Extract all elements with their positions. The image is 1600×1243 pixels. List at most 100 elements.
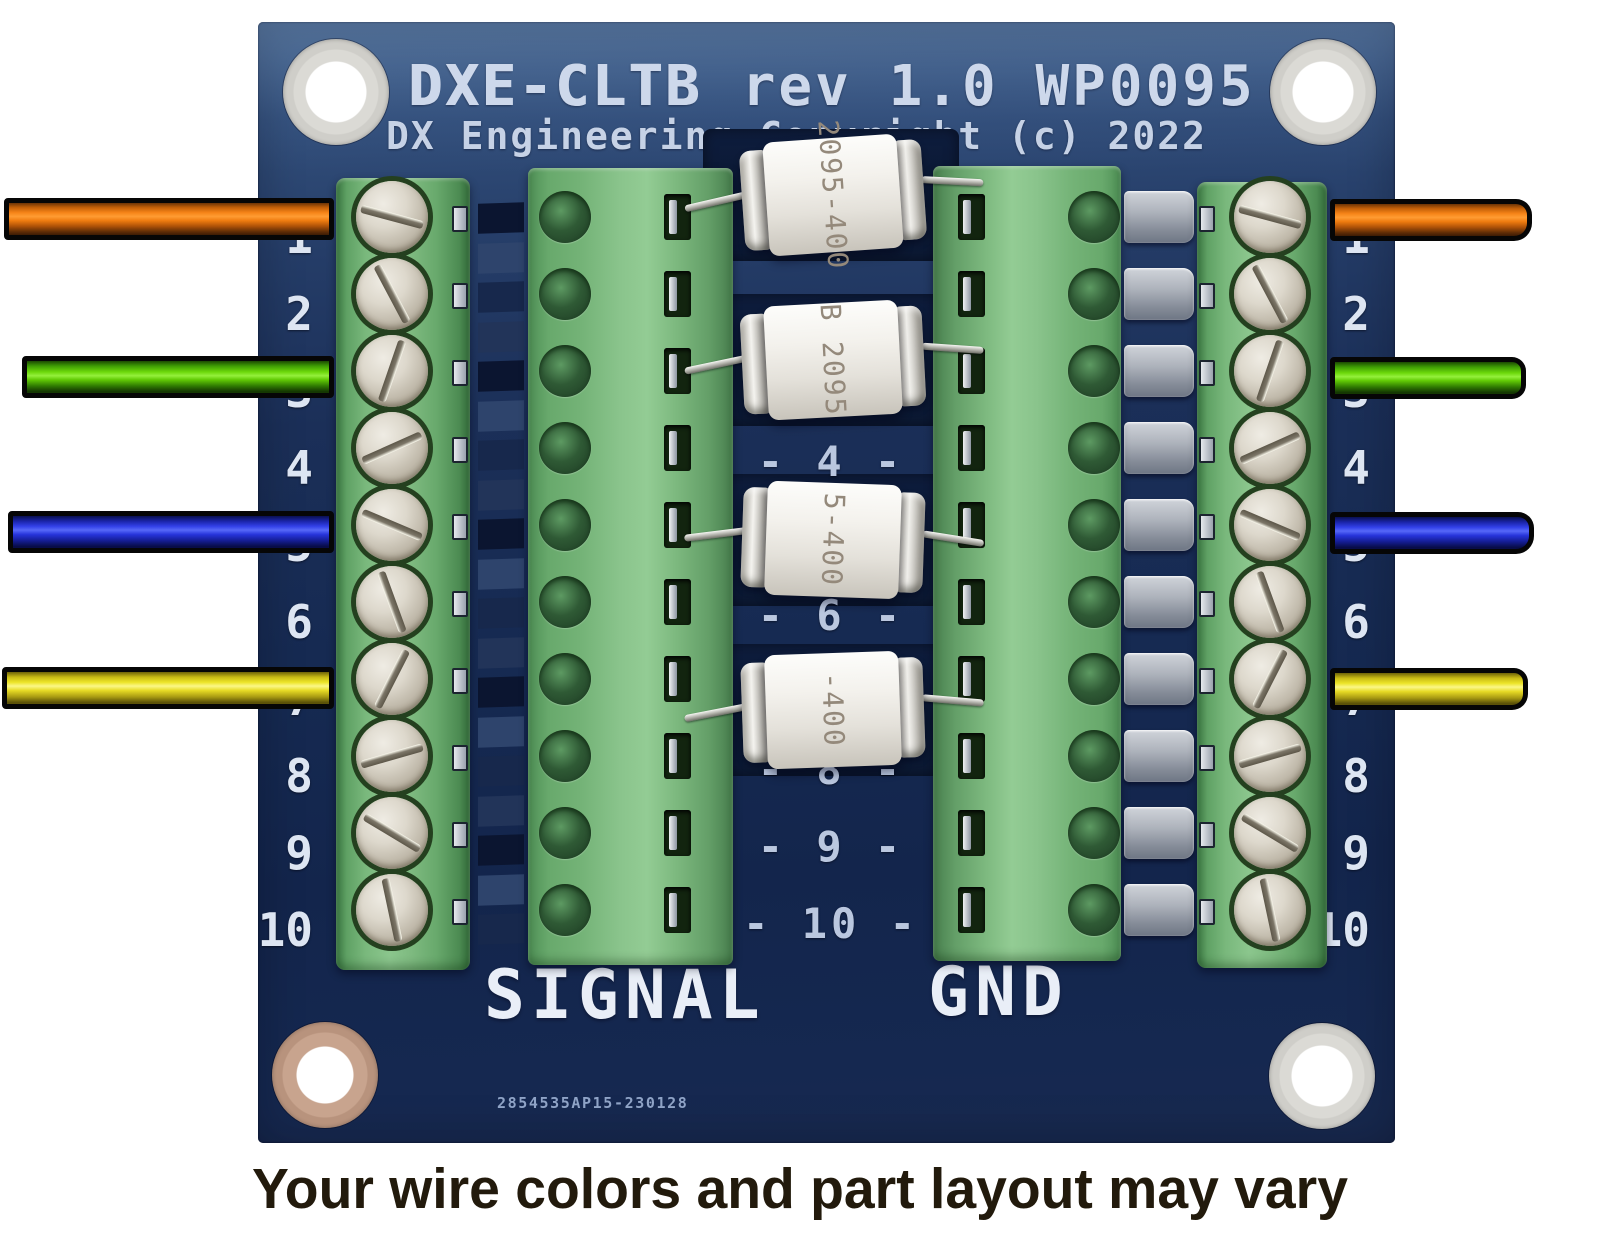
pcb-trace-bar bbox=[478, 715, 524, 748]
terminal-screw bbox=[1234, 797, 1306, 869]
contact-pin bbox=[1199, 514, 1215, 540]
photo-caption: Your wire colors and part layout may var… bbox=[252, 1157, 1348, 1221]
gnd-silkscreen-label: GND bbox=[928, 953, 1069, 1032]
contact-pin bbox=[452, 668, 468, 694]
gas-discharge-tube-1: 2095-400 bbox=[679, 110, 989, 281]
metal-clamp-bar bbox=[1124, 807, 1194, 859]
contact-pin bbox=[1199, 899, 1215, 925]
terminal-screw bbox=[1234, 720, 1306, 792]
contact-pin bbox=[452, 283, 468, 309]
wire-left-yellow bbox=[2, 667, 334, 709]
terminal-screw bbox=[356, 181, 428, 253]
terminal-screw bbox=[1234, 566, 1306, 638]
tube-marking: -400 bbox=[815, 671, 851, 749]
connector-slot bbox=[664, 810, 691, 856]
pcb-trace-bar bbox=[478, 755, 524, 787]
pcb-trace-bar bbox=[478, 241, 524, 274]
metal-clamp-bar bbox=[1124, 422, 1194, 474]
metal-clamp-bar bbox=[1124, 576, 1194, 628]
pcb-trace-bar bbox=[478, 518, 524, 550]
contact-pin bbox=[1199, 437, 1215, 463]
signal-connector bbox=[528, 168, 733, 965]
pcb-trace-bar bbox=[478, 676, 524, 708]
contact-pin bbox=[1199, 668, 1215, 694]
pin-number: 8 bbox=[285, 749, 313, 803]
tube-marking: 2095-400 bbox=[811, 118, 855, 272]
connector-slot bbox=[664, 271, 691, 317]
connector-slot bbox=[664, 194, 691, 240]
connector-slot bbox=[664, 579, 691, 625]
tube-lead-right bbox=[921, 176, 984, 187]
connector-slot bbox=[664, 348, 691, 394]
wire-entry-hole bbox=[539, 345, 591, 397]
contact-pin bbox=[452, 206, 468, 232]
contact-pin bbox=[1199, 745, 1215, 771]
wire-right-orange bbox=[1330, 199, 1532, 241]
left-trace-column bbox=[478, 202, 524, 963]
wire-left-blue bbox=[8, 511, 334, 553]
contact-pin bbox=[1199, 591, 1215, 617]
mounting-hole-bottom-right bbox=[1269, 1023, 1375, 1129]
tube-lead-left bbox=[684, 354, 749, 375]
tube-lead-right bbox=[921, 342, 984, 354]
pin-number: 8 bbox=[1342, 749, 1370, 803]
right-clamp-column bbox=[1124, 0, 1194, 1000]
metal-clamp-bar bbox=[1124, 191, 1194, 243]
connector-slot bbox=[958, 271, 985, 317]
left-pin-number-column: 12345678910 bbox=[243, 0, 313, 1000]
pin-number: 10 bbox=[257, 903, 313, 957]
connector-slot bbox=[958, 348, 985, 394]
contact-pin bbox=[1199, 206, 1215, 232]
terminal-screw bbox=[1234, 335, 1306, 407]
pin-number: 9 bbox=[285, 826, 313, 880]
pcb-trace-bar bbox=[478, 320, 524, 353]
mounting-hole-bottom-left bbox=[272, 1022, 378, 1128]
gas-discharge-tube-4: -400 bbox=[681, 630, 986, 790]
pcb-trace-bar bbox=[478, 439, 524, 471]
board-rev-text: rev 1.0 WP0095 bbox=[741, 54, 1256, 119]
terminal-screw bbox=[1234, 874, 1306, 946]
contact-pin bbox=[452, 899, 468, 925]
connector-slot bbox=[958, 656, 985, 702]
tube-ceramic-body: 2095-400 bbox=[762, 119, 904, 271]
pin-number: 6 bbox=[1342, 595, 1370, 649]
screw-terminal-block-right bbox=[1197, 181, 1327, 968]
pcb-trace-bar bbox=[478, 557, 524, 590]
connector-slot bbox=[664, 887, 691, 933]
pcb-trace-bar bbox=[478, 202, 524, 234]
contact-pin bbox=[452, 360, 468, 386]
wire-entry-hole bbox=[539, 807, 591, 859]
terminal-screw bbox=[356, 720, 428, 792]
terminal-screw bbox=[356, 489, 428, 561]
terminal-screw bbox=[1234, 643, 1306, 715]
tube-marking: 5-400 bbox=[814, 492, 852, 588]
pcb-trace-bar bbox=[478, 360, 524, 392]
terminal-screw bbox=[356, 797, 428, 869]
wire-entry-hole bbox=[1068, 730, 1120, 782]
wire-right-green bbox=[1330, 357, 1526, 399]
wire-entry-hole bbox=[1068, 345, 1120, 397]
pin-number: 9 bbox=[1342, 826, 1370, 880]
terminal-screw bbox=[1234, 181, 1306, 253]
contact-pin bbox=[452, 822, 468, 848]
pin-number: 2 bbox=[285, 287, 313, 341]
wire-entry-hole bbox=[539, 884, 591, 936]
screw-terminal-block-left bbox=[336, 178, 470, 970]
pcb-trace-bar bbox=[478, 281, 524, 313]
wire-entry-hole bbox=[1068, 422, 1120, 474]
tube-lead-left bbox=[684, 191, 749, 213]
contact-pin bbox=[452, 591, 468, 617]
wire-entry-hole bbox=[1068, 884, 1120, 936]
terminal-screw bbox=[356, 566, 428, 638]
wire-entry-hole bbox=[539, 268, 591, 320]
wire-right-blue bbox=[1330, 512, 1534, 554]
contact-pin bbox=[452, 745, 468, 771]
metal-clamp-bar bbox=[1124, 730, 1194, 782]
terminal-screw bbox=[356, 258, 428, 330]
mounting-hole-top-left bbox=[283, 39, 389, 145]
contact-pin bbox=[1199, 283, 1215, 309]
contact-pin bbox=[1199, 360, 1215, 386]
contact-pin-strip bbox=[1199, 182, 1215, 968]
pcb-trace-bar bbox=[478, 636, 524, 669]
